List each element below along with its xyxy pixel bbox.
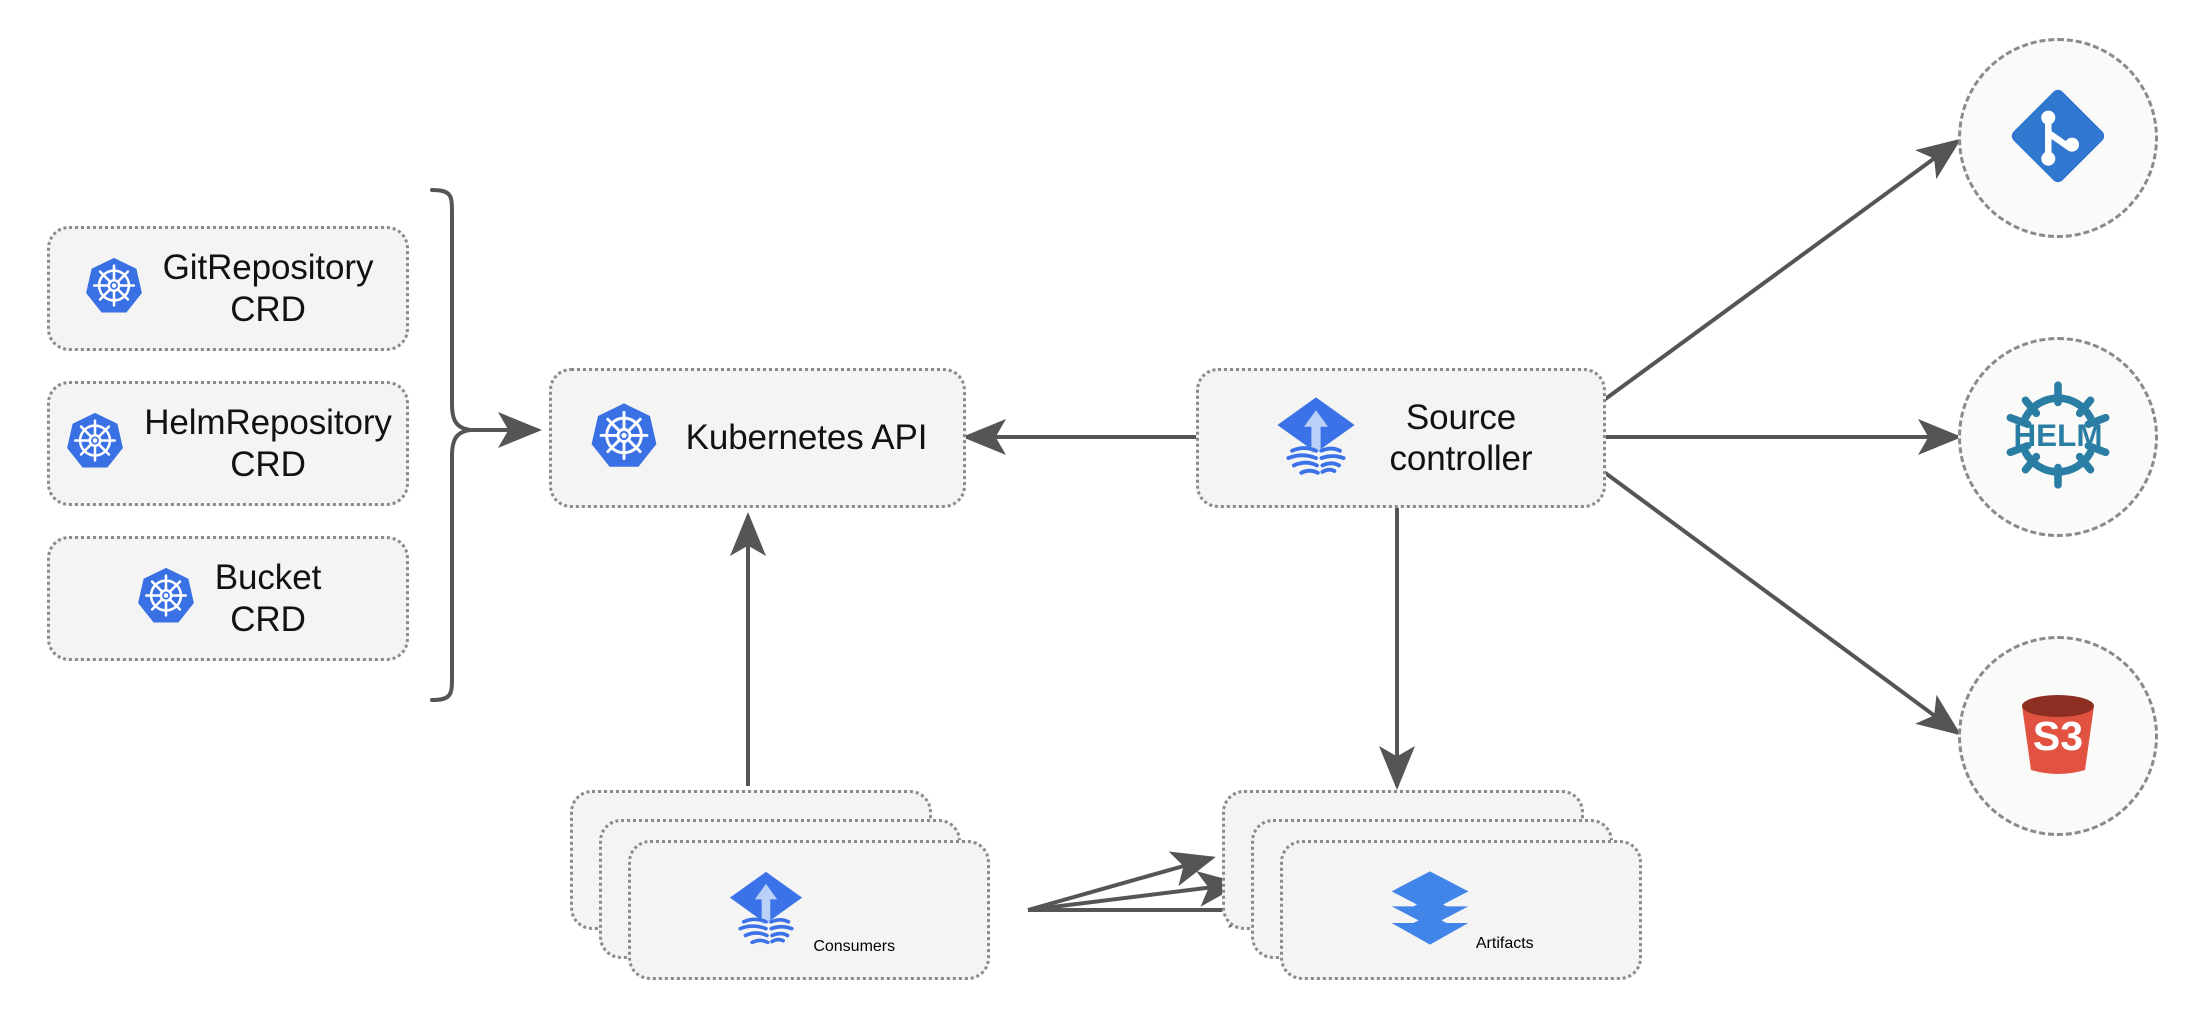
edge-consumers-to-artifacts-1 bbox=[1027, 851, 1216, 912]
helm-icon: HELM bbox=[1993, 370, 2123, 505]
git-icon bbox=[2004, 82, 2112, 195]
kubernetes-api-node[interactable]: Kubernetes API bbox=[549, 368, 966, 508]
layers-icon bbox=[1388, 870, 1476, 952]
consumers-node[interactable]: Consumers bbox=[570, 790, 990, 980]
artifacts-label: Artifacts bbox=[1475, 934, 1534, 952]
kubernetes-api-label: Kubernetes API bbox=[685, 418, 928, 458]
consumers-stack-layer-front[interactable]: Consumers bbox=[628, 840, 990, 980]
kubernetes-icon bbox=[64, 410, 126, 477]
crd-node-bucket[interactable]: Bucket CRD bbox=[47, 536, 409, 661]
kubernetes-icon bbox=[83, 255, 145, 322]
s3-label: S3 bbox=[2033, 713, 2083, 759]
crd-node-helmrepository[interactable]: HelmRepository CRD bbox=[47, 381, 409, 506]
s3-bucket-icon: S3 bbox=[1998, 674, 2118, 799]
kubernetes-icon bbox=[135, 565, 197, 632]
helm-endpoint-circle[interactable]: HELM bbox=[1958, 337, 2158, 537]
crd-node-gitrepository[interactable]: GitRepository CRD bbox=[47, 226, 409, 351]
edge-consumers-to-artifacts-2 bbox=[1027, 871, 1242, 912]
git-endpoint-circle[interactable] bbox=[1958, 38, 2158, 238]
flux-icon bbox=[723, 871, 813, 955]
source-controller-node[interactable]: Source controller bbox=[1196, 368, 1606, 508]
edge-source-controller-to-git bbox=[1602, 138, 1962, 402]
artifacts-node[interactable]: Artifacts bbox=[1222, 790, 1642, 980]
consumers-label: Consumers bbox=[813, 937, 896, 955]
kubernetes-icon bbox=[588, 400, 660, 477]
artifacts-stack-layer-front[interactable]: Artifacts bbox=[1280, 840, 1642, 980]
flux-icon bbox=[1270, 390, 1362, 487]
edge-source-controller-to-s3 bbox=[1602, 470, 1962, 736]
crd-label: HelmRepository CRD bbox=[144, 403, 392, 484]
helm-label: HELM bbox=[2014, 417, 2103, 452]
crd-label: Bucket CRD bbox=[214, 558, 322, 639]
source-controller-label: Source controller bbox=[1389, 397, 1533, 478]
crd-label: GitRepository CRD bbox=[162, 248, 374, 329]
s3-endpoint-circle[interactable]: S3 bbox=[1958, 636, 2158, 836]
crd-group-brace bbox=[430, 188, 471, 702]
